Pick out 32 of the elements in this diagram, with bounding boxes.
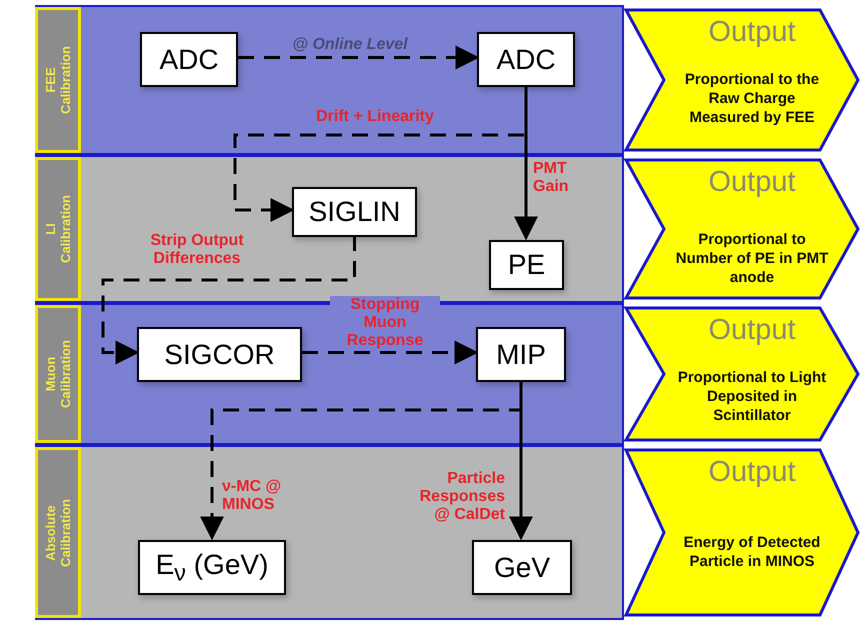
edge-label: @ Online Level bbox=[291, 36, 409, 54]
process-box: E$_{ν}$ (GeV) bbox=[138, 540, 286, 595]
output-description: Proportional to Number of PE in PMT anode bbox=[674, 230, 830, 287]
process-box: SIGCOR bbox=[137, 327, 302, 382]
process-box: ADC bbox=[477, 32, 575, 87]
edge-label: ν-MC @ MINOS bbox=[222, 478, 282, 514]
arrow bbox=[302, 340, 478, 364]
calibration-band bbox=[35, 5, 624, 155]
process-box: MIP bbox=[476, 327, 566, 382]
output-description: Energy of Detected Particle in MINOS bbox=[682, 533, 822, 571]
output-heading: Output bbox=[707, 16, 797, 49]
process-box: PE bbox=[489, 240, 564, 290]
output-description: Proportional to Light Deposited in Scintillator bbox=[676, 368, 828, 425]
band-label: FEE Calibration bbox=[43, 46, 73, 114]
process-box: SIGLIN bbox=[292, 187, 417, 237]
output-heading: Output bbox=[707, 166, 797, 199]
band-label: LI Calibration bbox=[43, 195, 73, 263]
edge-label: Drift + Linearity bbox=[315, 108, 435, 126]
edge-label: Stopping Muon Response bbox=[330, 296, 440, 350]
arrow bbox=[102, 235, 356, 364]
process-box: ADC bbox=[140, 32, 238, 87]
output-description: Proportional to the Raw Charge Measured by FEE bbox=[684, 70, 820, 127]
calibration-band bbox=[35, 445, 624, 620]
output-heading: Output bbox=[707, 314, 797, 347]
process-box: GeV bbox=[472, 540, 572, 595]
edge-label: PMT Gain bbox=[533, 160, 570, 196]
edge-label: Particle Responses @ CalDet bbox=[418, 470, 505, 524]
band-label: Muon Calibration bbox=[43, 340, 73, 408]
arrow bbox=[238, 46, 480, 70]
edge-label: Strip Output Differences bbox=[149, 232, 245, 268]
output-heading: Output bbox=[707, 456, 797, 489]
band-label: Absolute Calibration bbox=[43, 498, 73, 566]
